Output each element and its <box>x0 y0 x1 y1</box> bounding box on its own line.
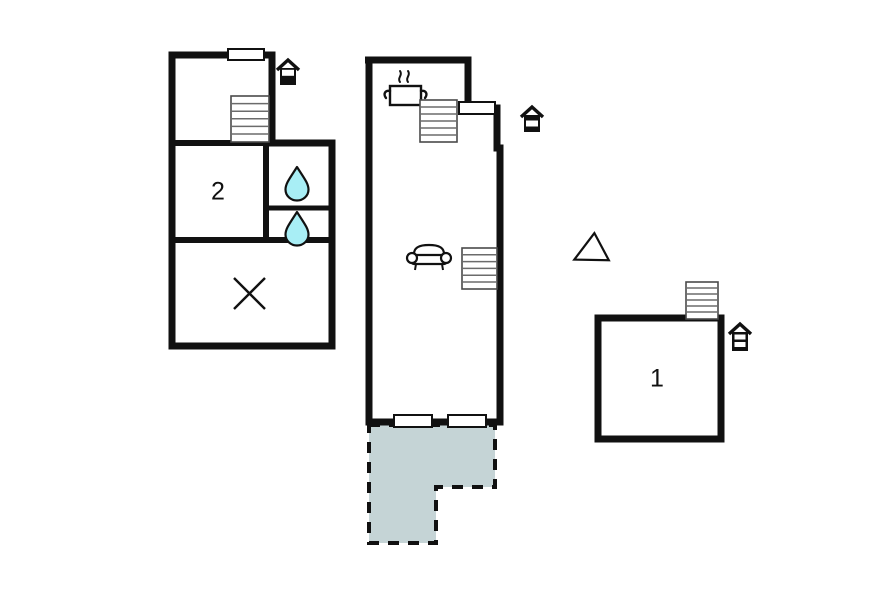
cross-icon <box>233 277 266 310</box>
north-arrow-icon <box>572 231 611 262</box>
entrance-icon <box>727 321 753 351</box>
window-opening <box>227 48 265 61</box>
entrance-icon <box>275 57 301 85</box>
building-left: 2 <box>168 48 336 350</box>
door-opening <box>458 101 496 115</box>
stairs-icon <box>419 99 458 143</box>
building-center <box>365 56 504 428</box>
door-opening <box>393 414 433 428</box>
building-right-outline <box>594 314 725 443</box>
building-left-outline <box>168 51 336 350</box>
stairs-icon <box>230 95 270 143</box>
terrace-outline <box>367 423 497 545</box>
room-number-1: 1 <box>650 365 664 393</box>
building-right: 1 <box>594 281 725 443</box>
building-center-outline <box>365 56 504 426</box>
stairs-icon <box>461 247 498 290</box>
terrace-area <box>367 423 497 545</box>
cooking-pot-icon <box>383 70 428 107</box>
room-number-2: 2 <box>211 178 225 206</box>
water-drop-icon <box>284 165 310 202</box>
water-drop-icon <box>284 210 310 247</box>
door-opening <box>447 414 487 428</box>
sofa-icon <box>405 243 453 271</box>
entrance-icon <box>519 104 545 132</box>
stairs-icon <box>685 281 719 320</box>
